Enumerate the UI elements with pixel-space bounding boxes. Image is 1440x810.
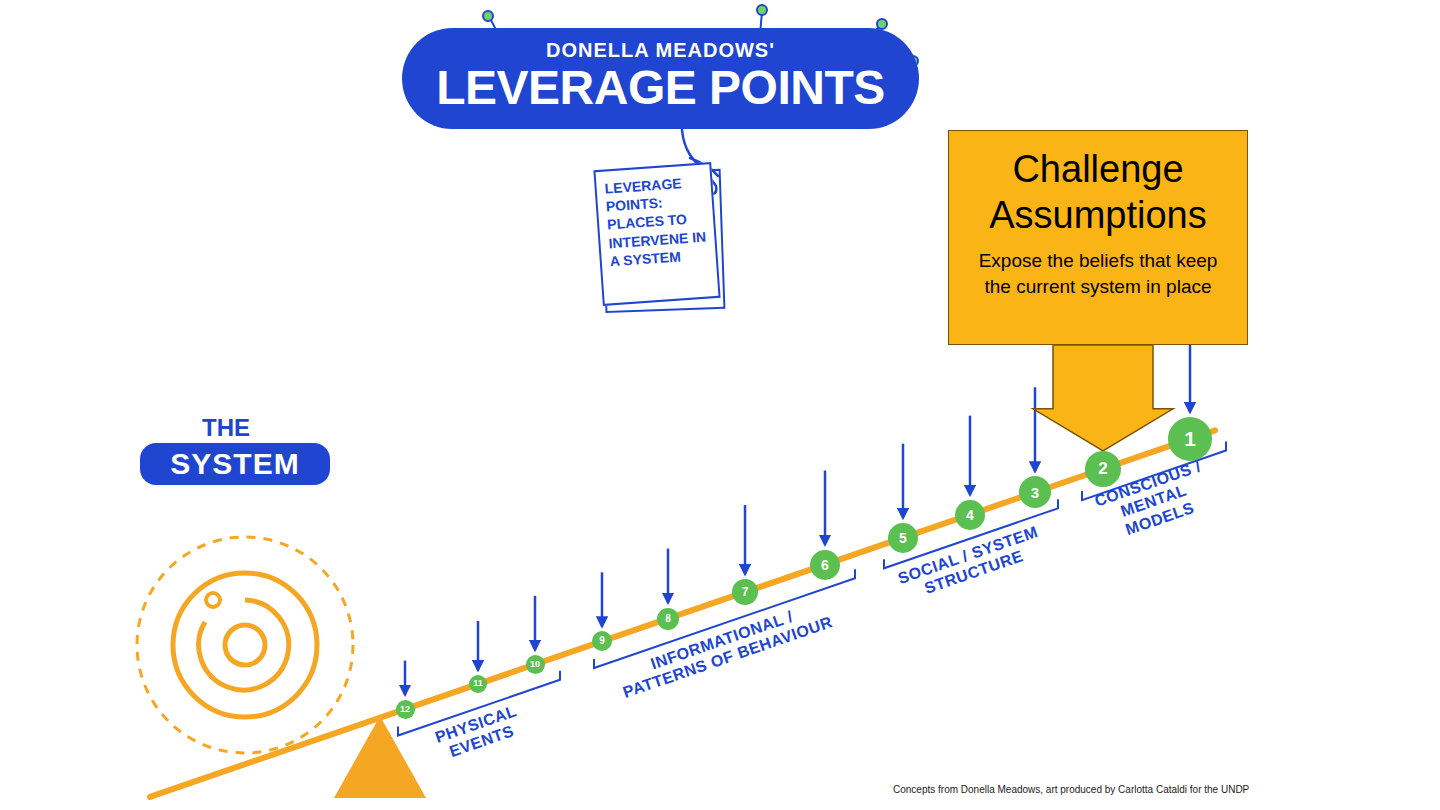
banner-title: LEVERAGE POINTS — [436, 62, 885, 115]
note-text: LEVERAGE POINTS: PLACES TO INTERVENE IN … — [604, 173, 708, 271]
point-number: 4 — [966, 508, 974, 522]
point-number: 3 — [1031, 485, 1039, 500]
point-number: 5 — [899, 531, 907, 545]
leverage-point: 3 — [1019, 476, 1051, 508]
leverage-point: 12 — [396, 700, 415, 719]
intervention-arrow — [1189, 343, 1192, 412]
intervention-arrow — [404, 661, 407, 695]
banner-subtitle: DONELLA MEADOWS' — [436, 38, 885, 62]
point-number: 2 — [1098, 460, 1107, 477]
point-number: 7 — [742, 586, 749, 598]
title-banner: DONELLA MEADOWS'LEVERAGE POINTS — [402, 28, 919, 129]
leverage-point: 6 — [810, 550, 840, 580]
leverage-point: 8 — [657, 608, 679, 630]
intervention-arrow — [667, 549, 670, 603]
intervention-arrow — [969, 416, 972, 495]
callout-heading: Challenge Assumptions — [963, 147, 1233, 238]
intervention-arrow — [477, 621, 480, 670]
intervention-arrow — [744, 505, 747, 574]
group-label: INFORMATIONAL / PATTERNS OF BEHAVIOUR — [610, 594, 839, 704]
point-number: 11 — [473, 679, 483, 688]
intervention-arrow — [534, 596, 537, 650]
point-number: 6 — [821, 558, 829, 572]
intervention-arrow — [902, 444, 905, 518]
system-illustration — [137, 537, 353, 753]
caption: Concepts from Donella Meadows, art produ… — [893, 784, 1249, 795]
leverage-point: 5 — [888, 523, 918, 553]
leverage-point: 10 — [526, 655, 545, 674]
point-number: 9 — [599, 636, 605, 646]
point-number: 12 — [400, 705, 410, 714]
leverage-point: 11 — [469, 675, 487, 693]
block-arrow — [1033, 345, 1173, 451]
leverage-point: 2 — [1085, 451, 1121, 487]
system-label: THESYSTEM — [140, 412, 330, 485]
leverage-point: 4 — [955, 500, 985, 530]
intervention-arrow — [1034, 387, 1037, 471]
leverage-point: 9 — [592, 631, 612, 651]
seesaw-beam — [150, 430, 1215, 797]
label-text: SYSTEM — [140, 443, 330, 485]
point-number: 10 — [530, 660, 540, 669]
label-heading: THE — [140, 412, 330, 443]
leverage-point: 7 — [732, 579, 758, 605]
point-number: 1 — [1184, 428, 1196, 449]
group-label: PHYSICAL EVENTS — [416, 697, 541, 771]
callout-box: Challenge AssumptionsExpose the beliefs … — [948, 130, 1248, 345]
intervention-arrow — [601, 572, 604, 626]
intervention-arrow — [824, 471, 827, 545]
point-number: 8 — [665, 614, 671, 624]
paper-note: LEVERAGE POINTS: PLACES TO INTERVENE IN … — [593, 162, 720, 306]
callout-body: Expose the beliefs that keep the current… — [963, 248, 1233, 299]
brackets — [398, 442, 1226, 736]
leverage-point: 1 — [1168, 417, 1212, 461]
